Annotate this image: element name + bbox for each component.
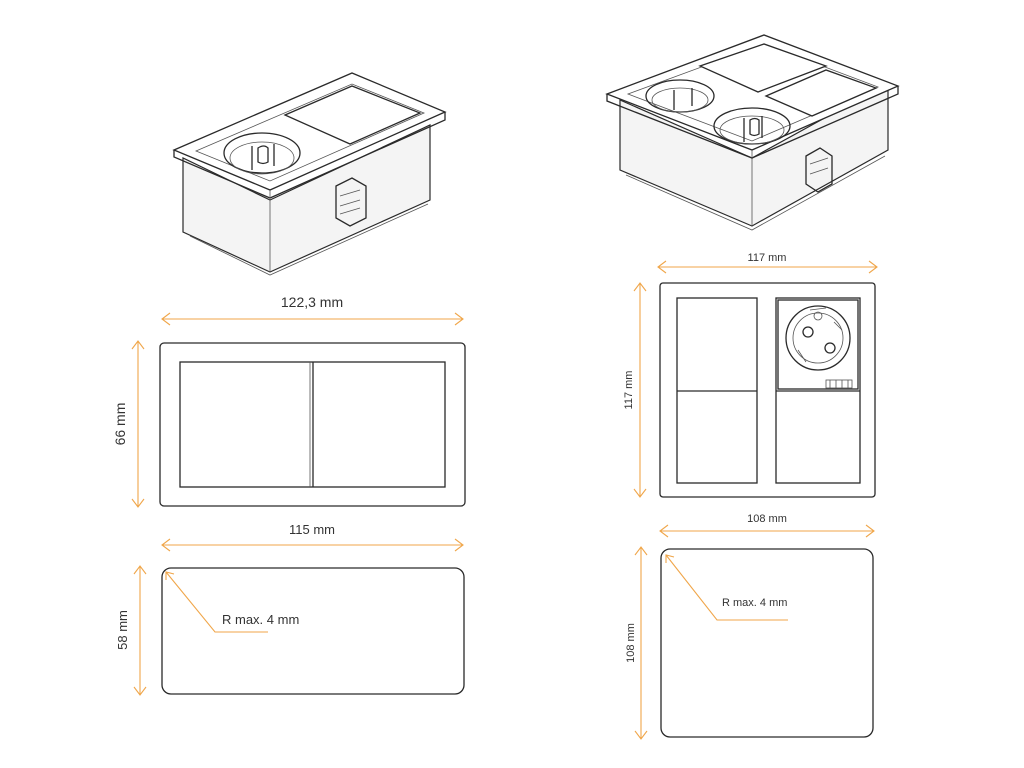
dimension-right-cutout-width: 108 mm [659,513,875,538]
dimension-left-frame-width: 122,3 mm [161,294,464,326]
right-front-view [659,282,876,498]
dimension-right-cutout-height: 108 mm [625,546,648,740]
dim-label-cutout-height: 58 mm [115,610,130,650]
dimension-left-cutout-width: 115 mm [161,522,464,552]
dim-label-corner-radius: R max. 4 mm [722,597,787,609]
dimension-right-frame-height: 117 mm [623,282,647,498]
socket-icon [713,107,791,145]
socket-icon [645,79,715,113]
dim-label-frame-height: 66 mm [112,403,128,446]
right-cutout-view [660,548,874,738]
dimension-left-cutout-height: 58 mm [115,565,147,696]
dim-label-cutout-width: 115 mm [289,522,335,537]
dimension-right-frame-width: 117 mm [657,252,878,274]
right-iso-view [605,34,900,231]
dim-label-cutout-height: 108 mm [625,623,637,663]
dim-label-frame-height: 117 mm [623,371,635,410]
dimension-left-corner-radius: R max. 4 mm [165,571,299,633]
left-iso-view [172,72,447,276]
socket-icon [777,299,859,390]
dim-label-cutout-width: 108 mm [747,513,787,525]
dim-label-frame-width: 122,3 mm [281,294,343,310]
dimension-right-corner-radius: R max. 4 mm [665,554,788,621]
dim-label-corner-radius: R max. 4 mm [222,612,299,627]
connector-clip-icon [335,177,367,227]
dim-label-frame-width: 117 mm [748,252,787,264]
dimension-left-frame-height: 66 mm [112,340,145,508]
connector-clip-icon [805,147,833,193]
left-cutout-view [161,567,465,695]
left-front-view [159,342,466,507]
socket-icon [223,132,301,175]
